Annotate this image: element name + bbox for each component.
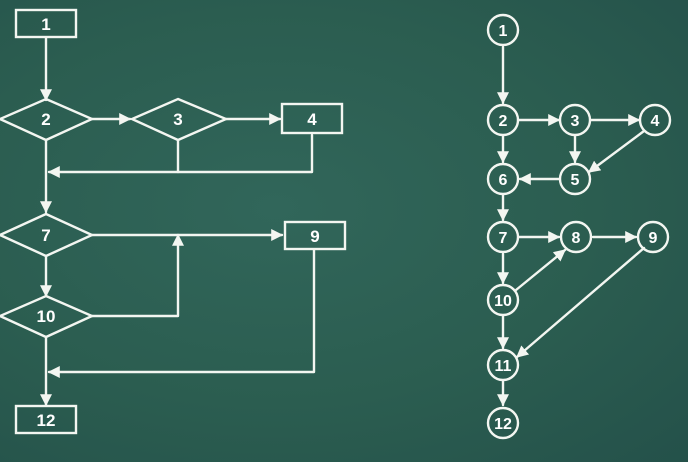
graph-node-2-label: 2: [499, 113, 508, 130]
decision-diamond-3-label: 3: [173, 110, 182, 129]
edge-10-loop: [90, 233, 184, 318]
graph-edge-10-8: [514, 248, 567, 292]
decision-diamond-2-label: 2: [41, 110, 50, 129]
graph-node-7-label: 7: [499, 230, 508, 247]
graph-node-4: 4: [638, 103, 672, 137]
graph-node-1: 1: [486, 13, 520, 47]
graph-node-1-label: 1: [499, 23, 508, 40]
edge-9-merge: [47, 248, 316, 378]
graph-node-7: 7: [486, 220, 520, 254]
process-box-4: 4: [280, 102, 344, 135]
flow-graph: 1 2 3 4 5 6 7 8: [486, 13, 672, 440]
process-box-1-label: 1: [41, 15, 50, 34]
graph-node-5: 5: [558, 162, 592, 196]
process-box-12-label: 12: [37, 411, 56, 430]
graph-node-8-label: 8: [572, 230, 581, 247]
graph-node-5-label: 5: [571, 172, 580, 189]
graph-edge-4-5: [587, 129, 646, 174]
graph-edge-9-11: [515, 246, 646, 359]
flowchart: 1 4 9 12 2 3 7 10: [0, 8, 347, 435]
graph-node-9-label: 9: [649, 230, 658, 247]
decision-diamond-2: 2: [0, 97, 95, 142]
graph-node-10: 10: [486, 283, 520, 317]
graph-node-2: 2: [486, 103, 520, 137]
graph-node-11-label: 11: [495, 358, 512, 375]
decision-diamond-7-label: 7: [41, 226, 50, 245]
graph-node-6: 6: [486, 162, 520, 196]
process-box-9: 9: [283, 220, 347, 251]
decision-diamond-10: 10: [0, 294, 95, 339]
edge-4-merge: [47, 133, 314, 178]
process-box-9-label: 9: [310, 227, 319, 246]
graph-node-3: 3: [558, 103, 592, 137]
decision-diamond-10-label: 10: [37, 307, 56, 326]
graph-node-4-label: 4: [651, 113, 660, 130]
decision-diamond-3: 3: [129, 97, 230, 142]
process-box-1: 1: [14, 8, 78, 39]
graph-node-11: 11: [486, 348, 520, 382]
graph-node-12-label: 12: [494, 416, 512, 433]
graph-node-8: 8: [559, 220, 593, 254]
graph-node-12: 12: [486, 406, 520, 440]
process-box-12: 12: [14, 404, 78, 435]
graph-node-6-label: 6: [499, 172, 508, 189]
process-box-4-label: 4: [307, 110, 317, 129]
graph-node-9: 9: [636, 220, 670, 254]
decision-diamond-7: 7: [0, 212, 95, 258]
graph-node-3-label: 3: [571, 113, 580, 130]
graph-node-10-label: 10: [494, 293, 512, 310]
